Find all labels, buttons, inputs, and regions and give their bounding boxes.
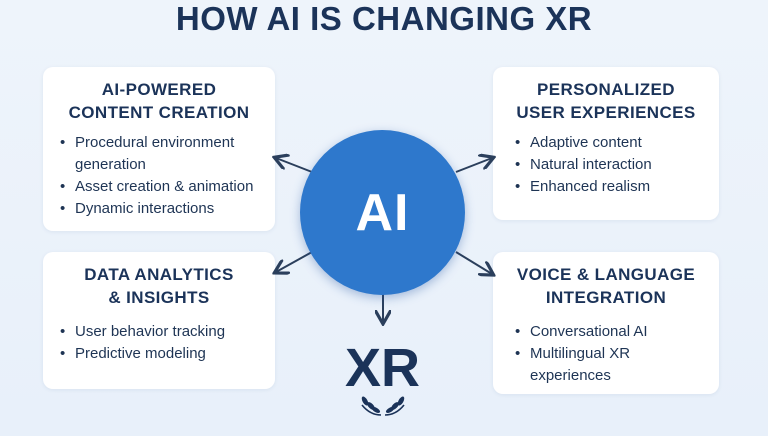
list-item: Enhanced realism — [513, 176, 719, 198]
card-data-analytics: DATA ANALYTICS & INSIGHTS User behavior … — [43, 252, 275, 389]
card-content-creation: AI-POWERED CONTENT CREATION Procedural e… — [43, 67, 275, 231]
card-personalized-experiences: PERSONALIZED USER EXPERIENCES Adaptive c… — [493, 67, 719, 220]
card-title-line: CONTENT CREATION — [68, 103, 250, 122]
xr-label: XR — [344, 338, 420, 398]
arrow-icon — [276, 158, 313, 173]
card-title-line: DATA ANALYTICS — [84, 265, 234, 284]
list-item: Dynamic interactions — [58, 198, 275, 220]
card-title: PERSONALIZED USER EXPERIENCES — [493, 67, 719, 124]
list-item: Multilingual XR — [513, 343, 719, 365]
card-title: AI-POWERED CONTENT CREATION — [43, 67, 275, 124]
list-item: Procedural environment — [58, 132, 275, 154]
arrow-icon — [455, 251, 492, 274]
laurel-icon — [361, 396, 405, 416]
card-title: VOICE & LANGUAGE INTEGRATION — [493, 252, 719, 309]
bullet-list: Conversational AI Multilingual XR experi… — [513, 321, 719, 387]
card-title-line: INTEGRATION — [545, 288, 667, 307]
card-title-line: VOICE & LANGUAGE — [516, 265, 696, 284]
card-title-line: AI-POWERED — [101, 80, 217, 99]
card-title-line: USER EXPERIENCES — [516, 103, 696, 122]
card-voice-language: VOICE & LANGUAGE INTEGRATION Conversatio… — [493, 252, 719, 394]
arrow-icon — [276, 251, 313, 272]
page-title: HOW AI IS CHANGING XR — [175, 0, 593, 37]
list-item: Asset creation & animation — [58, 176, 275, 198]
bullet-list: Procedural environment generation Asset … — [58, 132, 275, 220]
card-title: DATA ANALYTICS & INSIGHTS — [43, 252, 275, 309]
list-item: User behavior tracking — [58, 321, 275, 343]
bullet-list: Adaptive content Natural interaction Enh… — [513, 132, 719, 198]
list-item: Adaptive content — [513, 132, 719, 154]
bullet-list: User behavior tracking Predictive modeli… — [58, 321, 275, 365]
list-item: Conversational AI — [513, 321, 719, 343]
card-title-line: & INSIGHTS — [108, 288, 210, 307]
ai-label: AI — [355, 183, 410, 242]
arrow-icon — [455, 158, 492, 173]
list-item: generation — [75, 156, 146, 173]
ai-circle: AI — [300, 130, 465, 295]
list-item: Predictive modeling — [58, 343, 275, 365]
card-title-line: PERSONALIZED — [537, 80, 675, 99]
list-item: Natural interaction — [513, 154, 719, 176]
list-item: experiences — [530, 367, 611, 384]
